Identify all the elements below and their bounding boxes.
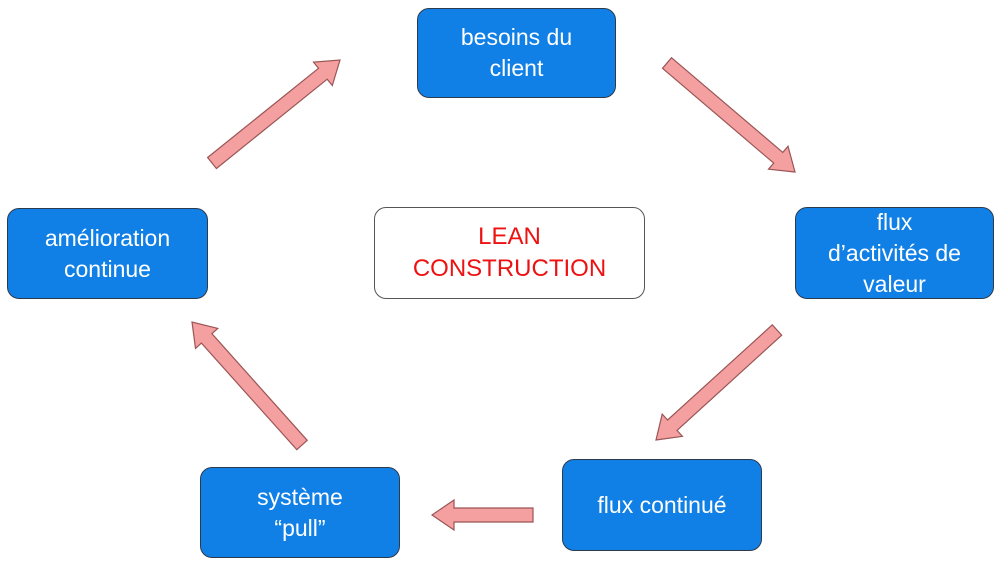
center-title-line: LEAN (478, 223, 541, 250)
node-systeme-pull: système “pull” (200, 467, 400, 558)
node-label-line: système (257, 483, 343, 510)
node-label-line: d’activités de (828, 239, 961, 266)
node-label-line: besoins du (460, 24, 573, 50)
node-label-line: flux continué (597, 491, 727, 518)
node-label-line: amélioration (44, 224, 171, 251)
node-amelioration-continue: amélioration continue (7, 208, 208, 299)
center-title-line: CONSTRUCTION (412, 255, 607, 282)
node-flux-continu: flux continué (562, 459, 762, 551)
arrow-amelioration-to-besoins (206, 59, 341, 170)
center-title-box: LEAN CONSTRUCTION (374, 207, 645, 299)
node-label-line: valeur (863, 270, 926, 297)
arrow-systeme-to-amelioration (191, 321, 309, 451)
arrow-besoins-to-flux-activites (661, 56, 796, 173)
node-label-line: flux (876, 208, 913, 235)
node-label-line: client (489, 55, 544, 81)
arrow-flux-continu-to-systeme (430, 498, 534, 532)
node-label-line: “pull” (274, 514, 326, 541)
arrow-flux-activites-to-flux-continu (655, 323, 783, 441)
node-flux-activites-valeur: flux d’activités de valeur (795, 207, 994, 299)
node-label-line: continue (64, 255, 151, 282)
node-besoins-du-client: besoins du client (417, 8, 616, 98)
